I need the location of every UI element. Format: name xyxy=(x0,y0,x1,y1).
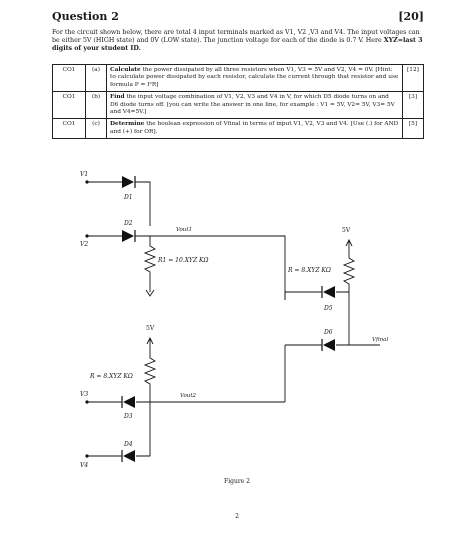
d1-diode xyxy=(122,176,134,188)
marks-cell: [12] xyxy=(402,63,424,93)
question-title: Question 2 xyxy=(52,10,119,23)
d3-label: D3 xyxy=(123,413,133,420)
co-cell: CO1 xyxy=(52,63,86,93)
v2-terminal xyxy=(85,234,89,238)
d1-output-wire xyxy=(135,181,151,226)
description-cell: Determine the boolean expression of Vfin… xyxy=(106,118,403,140)
question-marks: [20] xyxy=(398,10,424,23)
marks-cell: [3] xyxy=(402,91,424,120)
task-verb: Determine xyxy=(110,121,145,128)
description-cell: Find the input voltage combination of V1… xyxy=(106,91,403,120)
r2-resistor xyxy=(342,240,356,345)
d2-output-wire xyxy=(135,235,286,300)
part-cell: (c) xyxy=(85,118,107,140)
table-row: CO1 (a) Calculate the power dissipated b… xyxy=(52,63,424,93)
d5-wire xyxy=(284,291,349,300)
supply-1-label: 5V xyxy=(342,227,351,234)
page-number: 2 xyxy=(235,513,239,520)
r1-resistor xyxy=(143,236,157,292)
task-text: the boolean expression of Vfinal in term… xyxy=(110,121,399,135)
v3-terminal xyxy=(85,400,89,404)
v1-terminal xyxy=(85,180,89,184)
d4-diode xyxy=(123,450,135,462)
d6-diode xyxy=(323,339,335,351)
v2-label: V2 xyxy=(80,241,88,248)
v4-terminal xyxy=(85,454,89,458)
r3-resistor xyxy=(143,338,157,402)
d5-label: D5 xyxy=(323,305,333,312)
v4-label: V4 xyxy=(80,462,88,469)
d5-diode xyxy=(323,286,335,298)
intro-paragraph: For the circuit shown below, there are t… xyxy=(52,29,424,54)
d6-label: D6 xyxy=(323,329,333,336)
supply-2-arrow-icon xyxy=(146,336,154,345)
v1-label: V1 xyxy=(80,171,88,178)
figure-caption: Figure 2 xyxy=(224,478,250,485)
description-cell: Calculate the power dissipated by all th… xyxy=(106,63,403,93)
vfinal-label: Vfinal xyxy=(372,337,388,343)
co-cell: CO1 xyxy=(52,91,86,120)
intro-text: For the circuit shown below, there are t… xyxy=(52,29,420,45)
d3-diode xyxy=(123,396,135,408)
d1-label: D1 xyxy=(123,194,133,201)
d2-label: D2 xyxy=(123,220,133,227)
vout1-label: Vout1 xyxy=(176,227,192,233)
supply-1-arrow-icon xyxy=(345,238,353,247)
co-cell: CO1 xyxy=(52,118,86,140)
intro-bold-text: XYZ=last 3 digits of your student ID. xyxy=(52,37,423,53)
task-verb: Calculate xyxy=(110,67,141,73)
v4-wire xyxy=(87,402,151,457)
supply-2-label: 5V xyxy=(146,325,155,332)
task-text: the power dissipated by all three resist… xyxy=(110,67,399,88)
r2-label: R = 8.XYZ KΩ xyxy=(287,267,331,274)
v3-label: V3 xyxy=(80,391,88,398)
table-row: CO1 (b) Find the input voltage combinati… xyxy=(52,91,424,120)
question-table: CO1 (a) Calculate the power dissipated b… xyxy=(52,63,424,140)
r1-label: R1 = 10.XYZ KΩ xyxy=(157,257,209,264)
marks-cell: [5] xyxy=(402,118,424,140)
r3-label: R = 8.XYZ KΩ xyxy=(89,373,133,380)
vout2-label: Vout2 xyxy=(180,393,197,399)
task-text: the input voltage combination of V1, V2,… xyxy=(110,94,395,116)
d4-label: D4 xyxy=(123,441,133,448)
table-row: CO1 (c) Determine the boolean expression… xyxy=(52,118,424,140)
d2-diode xyxy=(122,230,134,242)
ground-1-icon xyxy=(145,289,155,297)
task-verb: Find xyxy=(110,94,125,101)
part-cell: (b) xyxy=(85,91,107,120)
part-cell: (a) xyxy=(85,63,107,93)
